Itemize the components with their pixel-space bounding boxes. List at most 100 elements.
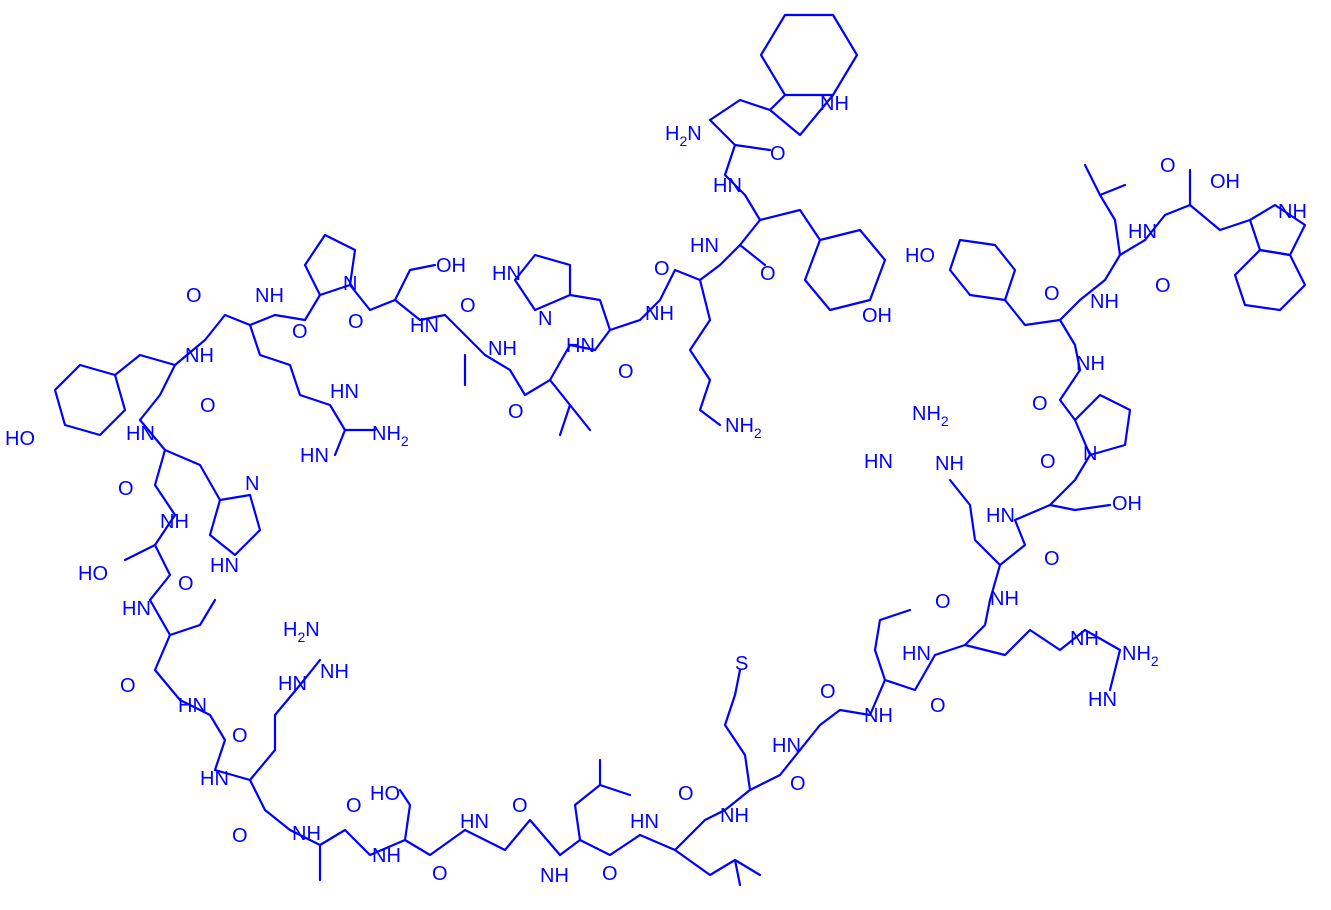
arg-left-amine-label: H2N <box>283 619 320 645</box>
ser-top-backbone <box>348 283 422 322</box>
leu-bottom-b-backbone <box>638 808 727 852</box>
arg-top-left-amine-label: NH2 <box>372 423 409 449</box>
his-left-ring <box>208 493 262 557</box>
pro-right-ring <box>1073 393 1132 457</box>
gly-bottom-backbone <box>463 818 562 857</box>
arg-right-c-imine-label: HN <box>1088 689 1117 711</box>
tyr-left-ring <box>53 363 127 437</box>
arg-left-backbone <box>213 768 292 832</box>
val-left-sidechain <box>168 598 217 637</box>
arg-right-b-backbone <box>988 518 1027 602</box>
o-label: O <box>1040 451 1056 473</box>
o-label: O <box>770 143 786 165</box>
ser-bottom-nh-label: NH <box>372 845 401 867</box>
lys-amine-label: NH2 <box>725 415 762 441</box>
ser-bottom-backbone <box>368 828 467 857</box>
arg-left-imine-label: NH <box>320 661 349 683</box>
o-label: O <box>200 395 216 417</box>
nterm-amine-label: H2N <box>665 123 702 149</box>
o-label: O <box>1155 275 1171 297</box>
thr-ho-label: HO <box>78 563 108 585</box>
o-label: O <box>618 361 634 383</box>
his-left-hn-label: HN <box>126 423 155 445</box>
o-label: O <box>346 795 362 817</box>
arg-right-a-amine-label: NH2 <box>912 403 949 429</box>
cooh-o-label: O <box>1160 155 1176 177</box>
ser-top-sidechain <box>393 263 437 302</box>
gly-left-backbone <box>178 698 227 772</box>
arg-right-c-sidechain <box>963 628 1087 657</box>
indole-benzene-right <box>1233 248 1307 312</box>
atom-label-layer: H2N NH O HN HN O OH O NH NH2 HN N HN O N… <box>5 93 1307 887</box>
o-label: O <box>118 478 134 500</box>
leu-right-nh-label: NH <box>1090 291 1119 313</box>
o-label: O <box>1044 283 1060 305</box>
his-top-sidechain <box>568 293 612 332</box>
ser-top-oh-label: OH <box>436 255 466 277</box>
leu-bottom-b-sidechain <box>673 848 762 877</box>
tyr-left-nh-label: NH <box>185 345 214 367</box>
arg-right-c-amine-label: NH2 <box>1122 643 1159 669</box>
ser-right-oh-label: OH <box>1112 493 1142 515</box>
arg-top-left-hn-label: HN <box>330 381 359 403</box>
ser-top-hn-label: HN <box>410 315 439 337</box>
tyr-top-sidechain <box>758 208 822 242</box>
ser-right-backbone <box>1013 453 1092 522</box>
leu-right-top-sidechain <box>1083 163 1122 257</box>
o-label: O <box>178 573 194 595</box>
trp-right-sidechain <box>1188 203 1252 232</box>
met-sidechain <box>723 668 752 792</box>
arg-right-c-imine <box>1108 648 1122 692</box>
o-label: O <box>654 258 670 280</box>
cooh-oh-label: OH <box>1210 171 1240 193</box>
arg-top-left-sidechain <box>248 323 347 432</box>
arg-top-left-backbone <box>203 313 277 342</box>
o-label: O <box>820 681 836 703</box>
his-left-ring-hn-label: HN <box>210 555 239 577</box>
ala-top-nh-label: NH <box>488 338 517 360</box>
bond-layer <box>53 13 1307 887</box>
o-label: O <box>432 863 448 885</box>
o-label: O <box>232 825 248 847</box>
o-label: O <box>120 675 136 697</box>
arg-right-c-backbone <box>933 598 992 657</box>
met-nh-label: NH <box>720 805 749 827</box>
o-label: O <box>760 263 776 285</box>
tyr-top-co <box>738 243 767 267</box>
val-left-hn-label: HN <box>122 598 151 620</box>
tyr-top-oh-label: OH <box>862 305 892 327</box>
tyr-right-nh-label: NH <box>1076 353 1105 375</box>
ala-top-backbone <box>418 313 487 357</box>
o-label: O <box>512 795 528 817</box>
o-label: O <box>790 773 806 795</box>
his-top-ring <box>513 253 572 312</box>
arg-left-sidechain <box>248 658 322 782</box>
leu-bottom-a-sidechain <box>573 783 632 842</box>
o-label: O <box>348 311 364 333</box>
arg-right-a-nh-label: NH <box>935 453 964 475</box>
tyr-top-ring <box>803 228 887 312</box>
tyr-left-backbone <box>138 338 207 422</box>
ala-bottom-backbone <box>288 828 372 857</box>
pro-top-n-label: N <box>343 273 357 295</box>
indole-benzene-top <box>759 13 859 97</box>
leu-bottom-hn-label: HN <box>630 811 659 833</box>
leu-right-top-methyl <box>1098 183 1127 197</box>
his-top-backbone <box>568 318 642 352</box>
gly-left-hn-label: HN <box>178 695 207 717</box>
o-label: O <box>1032 393 1048 415</box>
nterm-co <box>733 143 772 152</box>
o-label: O <box>460 295 476 317</box>
leu-right-sidechain <box>873 608 912 682</box>
leu-bottom-nh-label: NH <box>540 865 569 887</box>
o-label: O <box>232 725 248 747</box>
indole-pyrrole-right <box>1248 203 1307 257</box>
arg-right-b-hn-label: HN <box>902 643 931 665</box>
o-label: O <box>292 321 308 343</box>
hn-label: HN <box>713 175 742 197</box>
arg-right-b-sidechain <box>948 478 1002 567</box>
arg-right-a-hn-label: HN <box>864 451 893 473</box>
val-top-backbone <box>483 343 572 397</box>
trp-right-backbone <box>1143 168 1192 242</box>
